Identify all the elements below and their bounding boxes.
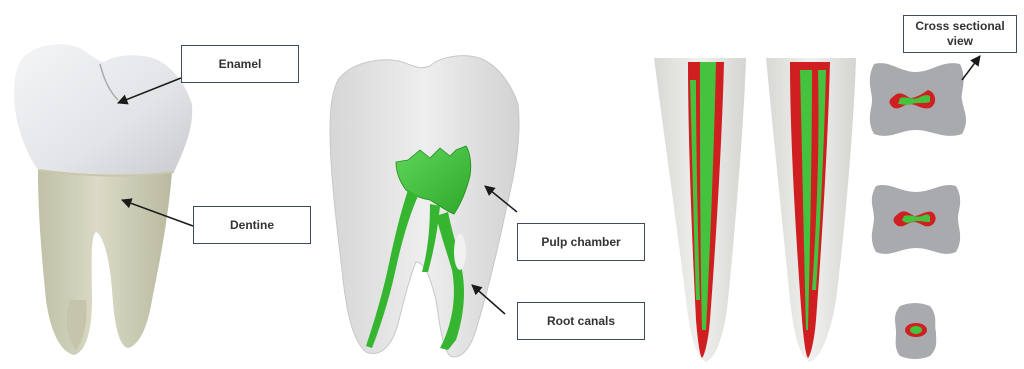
enamel-crown — [14, 44, 192, 176]
label-dentine: Dentine — [193, 206, 311, 244]
root-longitudinal-sections — [654, 58, 856, 362]
pulp-chamber-gap — [454, 234, 466, 270]
molar-external-view — [14, 44, 192, 355]
label-cross-sectional-view: Cross sectional view — [903, 15, 1017, 53]
dentine-roots — [38, 170, 172, 355]
label-enamel: Enamel — [181, 45, 299, 83]
label-pulp-chamber: Pulp chamber — [517, 223, 645, 261]
arrow-cross-section — [962, 56, 980, 80]
cross-sections — [870, 63, 966, 359]
translucent-tooth-shell — [330, 56, 519, 357]
molar-translucent-view — [330, 56, 519, 357]
label-root-canals: Root canals — [517, 302, 645, 340]
canal-bottom-green — [910, 326, 922, 334]
